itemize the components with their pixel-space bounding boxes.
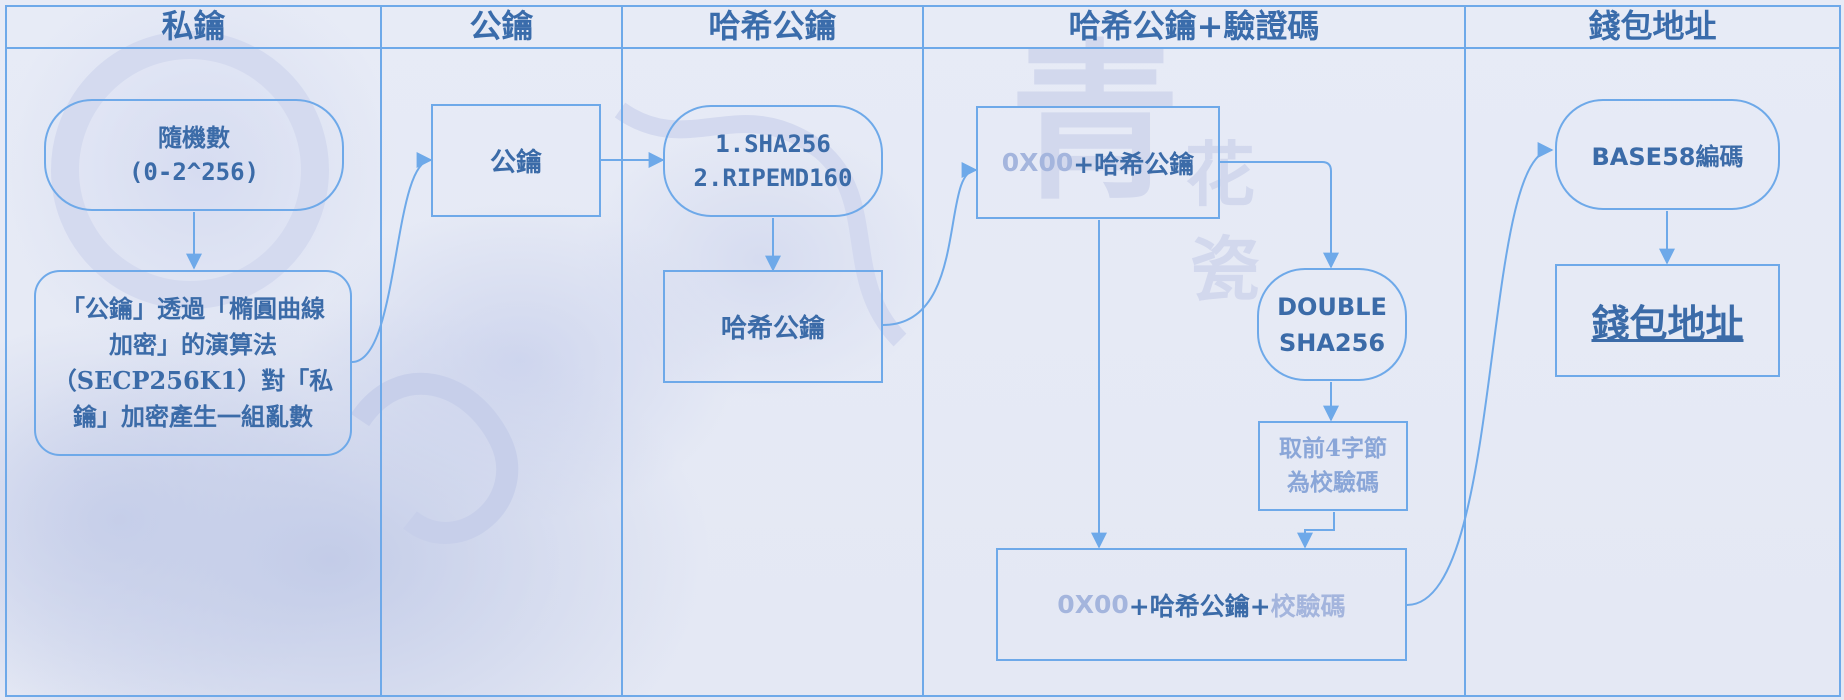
payload-prefix: 0X00 [1057, 590, 1129, 619]
ecc-process-text: 「公鑰」透過「橢圓曲線加密」的演算法（SECP256K1）對「私鑰」加密產生一組… [52, 294, 334, 431]
random-number-label: 隨機數 [158, 124, 230, 152]
hash-step-1: 1.SHA256 [715, 130, 831, 158]
watermark-char-small-1: 花 [1185, 133, 1255, 216]
hashed-public-key-label: 哈希公鑰 [720, 314, 825, 344]
column-header-hash-with-checksum: 哈希公鑰+驗證碼 [1068, 7, 1320, 45]
payload-checksum: 校驗碼 [1270, 591, 1346, 621]
hashed-public-key-node: 哈希公鑰 [663, 270, 883, 383]
watermark-char-large: 青 [1010, 23, 1181, 223]
public-key-node: 公鑰 [431, 104, 601, 217]
full-payload-node: 0X00+哈希公鑰+校驗碼 [996, 548, 1407, 661]
prefix-0x00: 0X00 [1001, 148, 1074, 177]
prefixed-hash-rest: +哈希公鑰 [1073, 149, 1195, 179]
column-header-hashed-public-key: 哈希公鑰 [708, 7, 837, 45]
hash-step-2: 2.RIPEMD160 [693, 164, 853, 192]
column-header-wallet-address: 錢包地址 [1588, 7, 1717, 45]
prefixed-hash-node: 0X00+哈希公鑰 [976, 106, 1220, 219]
base58-label: BASE58編碼 [1591, 143, 1744, 171]
watermark-char-small-2: 瓷 [1190, 228, 1260, 311]
wallet-address-label: 錢包地址 [1591, 301, 1744, 346]
base58-node: BASE58編碼 [1555, 99, 1780, 210]
public-key-label: 公鑰 [489, 148, 542, 178]
hash-steps-node: 1.SHA256 2.RIPEMD160 [663, 105, 883, 217]
random-number-node: 隨機數 (0-2^256) [44, 99, 344, 211]
connectors [186, 142, 1675, 606]
arrow-hashedkey-to-prefixed [882, 162, 978, 326]
column-header-private-key: 私鑰 [161, 7, 226, 45]
ecc-process-node: 「公鑰」透過「橢圓曲線加密」的演算法（SECP256K1）對「私鑰」加密產生一組… [34, 270, 352, 456]
arrow-ecc-to-publickey [351, 152, 433, 363]
double-sha256-line2: SHA256 [1278, 328, 1386, 357]
line-prefixed-to-double [1220, 161, 1339, 269]
arrow-payload-to-base58 [1406, 142, 1554, 606]
payload-middle: +哈希公鑰+ [1128, 591, 1271, 621]
column-header-public-key: 公鑰 [469, 7, 534, 45]
checksum-line2: 為校驗碼 [1287, 469, 1379, 496]
checksum-line1: 取前4字節 [1278, 435, 1387, 462]
random-number-range: (0-2^256) [128, 158, 260, 186]
double-sha256-line1: DOUBLE [1277, 292, 1387, 321]
checksum-node: 取前4字節 為校驗碼 [1258, 421, 1408, 511]
table-grid [5, 5, 1841, 697]
arrow-checksum-to-payload [1297, 512, 1335, 549]
double-sha256-node: DOUBLE SHA256 [1257, 268, 1407, 381]
wallet-address-node: 錢包地址 [1555, 264, 1780, 377]
